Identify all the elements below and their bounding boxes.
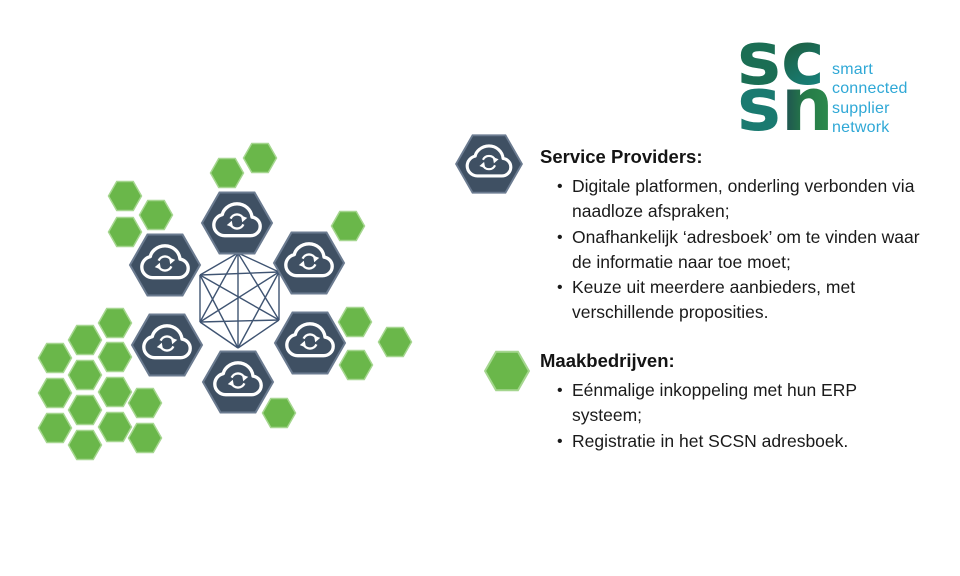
provider-node-cloud-sync-icon	[200, 191, 274, 255]
maakbedrijven-list: Eénmalige inkoppeling met hun ERP systee…	[540, 378, 930, 454]
manufacturer-hexagon	[377, 326, 413, 358]
manufacturer-hexagon	[97, 411, 133, 443]
manufacturer-hexagon	[127, 422, 163, 454]
bullet-item: Registratie in het SCSN adresboek.	[540, 429, 930, 455]
manufacturer-hexagon	[67, 394, 103, 426]
manufacturer-hexagon	[127, 387, 163, 419]
manufacturer-hexagon	[97, 341, 133, 373]
bullet-item: Digitale platformen, onderling verbonden…	[540, 174, 930, 225]
bullet-text: Registratie in het SCSN adresboek.	[572, 430, 849, 451]
manufacturer-hexagon	[209, 157, 245, 189]
manufacturer-hexagon	[330, 210, 366, 242]
manufacturer-hexagon	[67, 359, 103, 391]
manufacturer-hexagon	[37, 412, 73, 444]
provider-node-cloud-sync-icon	[130, 313, 204, 377]
bullet-item: Onafhankelijk ‘adresboek’ om te vinden w…	[540, 225, 930, 276]
manufacturer-hexagon	[338, 349, 374, 381]
bullet-text: Eénmalige inkoppeling met hun ERP systee…	[572, 380, 857, 426]
provider-node-cloud-sync-icon	[273, 311, 347, 375]
bullet-item: Eénmalige inkoppeling met hun ERP systee…	[540, 378, 930, 429]
provider-node-cloud-sync-icon	[272, 231, 346, 295]
manufacturer-hexagon	[261, 397, 297, 429]
maakbedrijven-legend-hexagon-icon	[484, 350, 530, 392]
manufacturer-hexagon	[97, 376, 133, 408]
manufacturer-hexagon	[242, 142, 278, 174]
service-provider-legend-hexagon-icon	[455, 134, 523, 194]
manufacturer-hexagon	[67, 324, 103, 356]
manufacturer-hexagon	[37, 377, 73, 409]
tagline-line: supplier	[832, 99, 890, 117]
manufacturer-hexagon	[37, 342, 73, 374]
bullet-text: Keuze uit meerdere aanbieders, met versc…	[572, 277, 856, 323]
manufacturer-hexagon	[97, 307, 133, 339]
network-connections	[199, 252, 280, 349]
scsn-logo: sc sn	[737, 40, 834, 140]
tagline-line: connected	[832, 80, 908, 98]
manufacturer-hexagon	[337, 306, 373, 338]
provider-node-cloud-sync-icon	[201, 350, 275, 414]
manufacturer-hexagon	[107, 216, 143, 248]
tagline-line: smart	[832, 61, 873, 78]
bullet-item: Keuze uit meerdere aanbieders, met versc…	[540, 275, 930, 326]
tagline-line: network	[832, 118, 890, 136]
bullet-text: Digitale platformen, onderling verbonden…	[572, 176, 915, 222]
maakbedrijven-title: Maakbedrijven:	[540, 350, 675, 371]
logo-line-2: sn	[737, 62, 834, 140]
manufacturer-hexagon	[107, 180, 143, 212]
bullet-text: Onafhankelijk ‘adresboek’ om te vinden w…	[572, 226, 920, 272]
provider-node-cloud-sync-icon	[128, 233, 202, 297]
service-providers-list: Digitale platformen, onderling verbonden…	[540, 174, 930, 326]
service-providers-title: Service Providers:	[540, 146, 703, 167]
manufacturer-hexagon	[138, 199, 174, 231]
logo-tagline: smart connected supplier network	[832, 60, 908, 137]
manufacturer-hexagon	[67, 429, 103, 461]
logo-line-1: sc	[737, 40, 825, 102]
